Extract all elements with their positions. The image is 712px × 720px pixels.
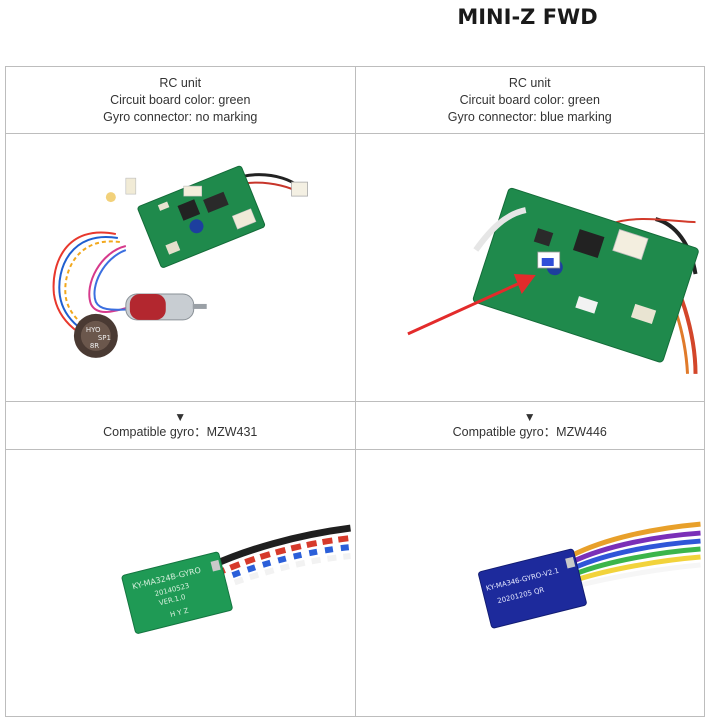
rc-unit-marked-image xyxy=(355,134,704,401)
right-rc-unit-cell xyxy=(354,133,705,402)
left-gyro-cell: ▼ Compatible gyro：MZW431 xyxy=(5,401,356,450)
down-arrow-icon: ▼ xyxy=(174,410,187,424)
left-info-cell: RC unit Circuit board color: green Gyro … xyxy=(5,66,356,134)
right-info-cell: RC unit Circuit board color: green Gyro … xyxy=(354,66,705,134)
right-heading: RC unit xyxy=(508,75,551,90)
red-pointer-arrow xyxy=(406,273,536,336)
right-gyro-cell: ▼ Compatible gyro：MZW446 xyxy=(354,401,705,450)
gyro-mzw446-image: KY-MA346-GYRO-V2.1 20201205 QR xyxy=(355,450,704,716)
gyro-mzw431-image: KY-MA324B-GYRO 20140523 VER.1.0 H Y Z xyxy=(6,450,355,716)
left-heading: RC unit xyxy=(159,75,202,90)
left-compatible-gyro: Compatible gyro：MZW431 xyxy=(103,425,258,439)
rc-unit-green-image: HYO SP1 8R xyxy=(6,134,355,401)
motor-label-disc: HYO SP1 8R xyxy=(73,313,118,358)
gyro-image-row: KY-MA324B-GYRO 20140523 VER.1.0 H Y Z xyxy=(5,449,705,717)
svg-text:HYO: HYO xyxy=(86,326,101,334)
down-arrow-icon: ▼ xyxy=(523,410,536,424)
left-connector: Gyro connector: no marking xyxy=(103,109,258,124)
left-rc-unit-cell: HYO SP1 8R xyxy=(5,133,356,402)
left-gyro-image-cell: KY-MA324B-GYRO 20140523 VER.1.0 H Y Z xyxy=(5,449,356,717)
right-compatible-gyro: Compatible gyro：MZW446 xyxy=(452,425,607,439)
right-board-color: Circuit board color: green xyxy=(459,92,600,107)
blue-marking xyxy=(541,258,554,267)
gyro-row: ▼ Compatible gyro：MZW431 ▼ Compatible gy… xyxy=(5,401,705,450)
comparison-table: RC unit Circuit board color: green Gyro … xyxy=(5,66,705,717)
rc-unit-image-row: HYO SP1 8R xyxy=(5,133,705,402)
svg-text:SP1: SP1 xyxy=(98,334,111,342)
right-gyro-image-cell: KY-MA346-GYRO-V2.1 20201205 QR xyxy=(354,449,705,717)
page-title: MINI-Z FWD xyxy=(457,5,598,29)
info-row: RC unit Circuit board color: green Gyro … xyxy=(5,66,705,134)
svg-text:8R: 8R xyxy=(90,342,99,350)
right-connector: Gyro connector: blue marking xyxy=(447,109,612,124)
left-board-color: Circuit board color: green xyxy=(110,92,251,107)
